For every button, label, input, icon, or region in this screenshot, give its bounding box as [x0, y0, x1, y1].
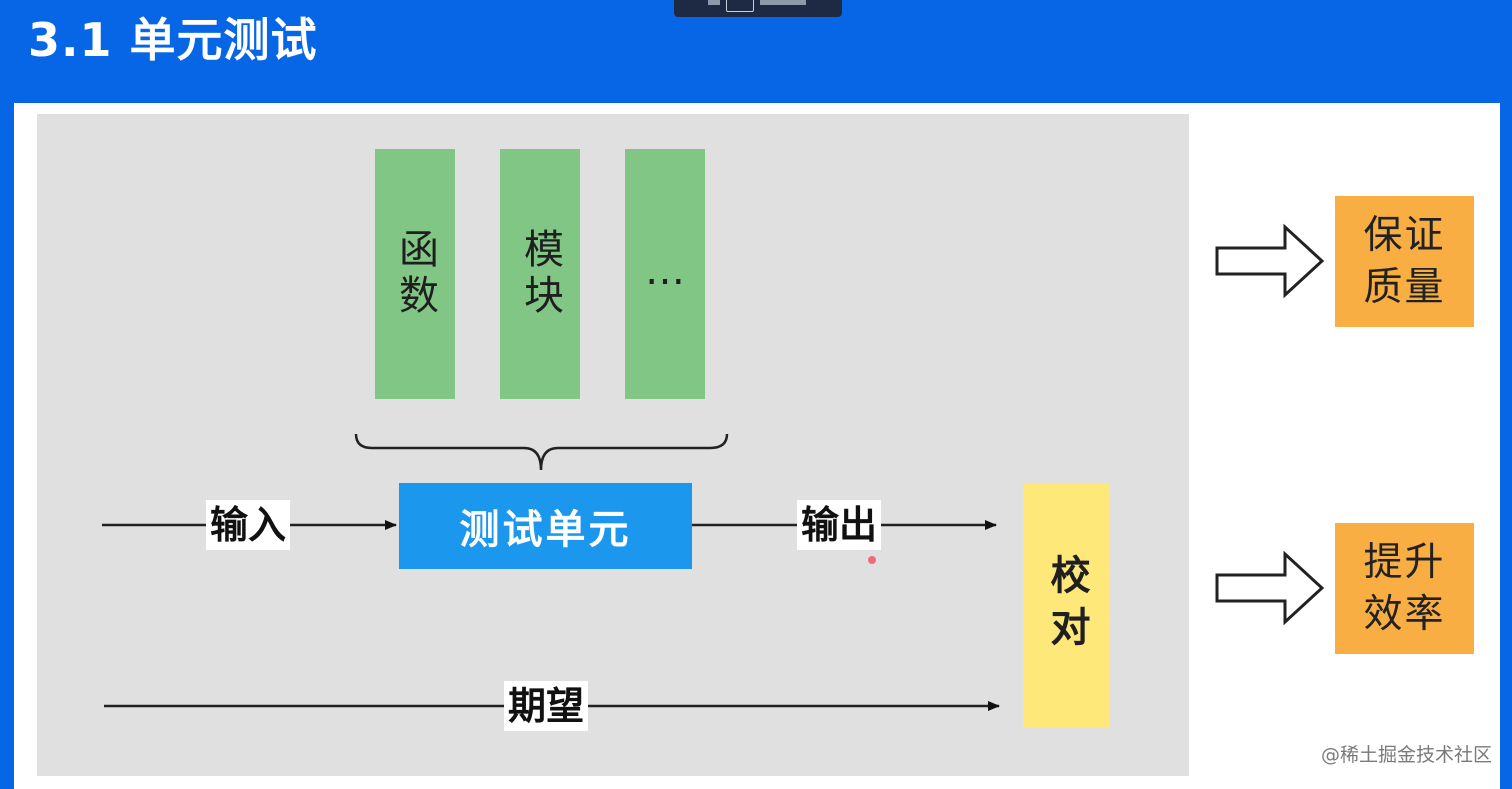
- result-quality-line1: 保证: [1363, 212, 1446, 258]
- result-box-efficiency: 提升 效率: [1335, 523, 1474, 654]
- hollow-arrow-quality: [1215, 223, 1325, 299]
- slide-title: 3.1 单元测试: [28, 13, 318, 67]
- result-efficiency-line1: 提升: [1363, 539, 1446, 585]
- unit-label-function: 函数: [392, 228, 438, 320]
- unit-box-module: 模块: [500, 149, 580, 399]
- result-box-quality: 保证 质量: [1335, 196, 1474, 327]
- result-efficiency-line2: 效率: [1363, 591, 1446, 637]
- unit-box-more: …: [625, 149, 705, 399]
- recording-toolbar[interactable]: [674, 0, 842, 17]
- unit-label-module: 模块: [517, 228, 563, 320]
- toolbar-text-fragment: [760, 0, 806, 5]
- curly-brace: [354, 433, 729, 471]
- output-label: 输出: [797, 500, 882, 550]
- diagram-background: [37, 114, 1189, 776]
- test-unit-box: 测试单元: [399, 483, 692, 569]
- unit-box-function: 函数: [375, 149, 455, 399]
- toolbar-text-fragment: [708, 0, 720, 5]
- unit-label-more: …: [642, 248, 688, 300]
- check-label: 校对: [1043, 554, 1090, 658]
- keyboard-key-icon: [726, 0, 754, 12]
- cursor-dot: [868, 556, 876, 564]
- check-box: 校对: [1023, 484, 1110, 728]
- watermark: @稀土掘金技术社区: [1320, 744, 1492, 766]
- expected-label: 期望: [504, 681, 589, 731]
- result-quality-line2: 质量: [1363, 264, 1446, 310]
- input-label: 输入: [206, 500, 291, 550]
- hollow-arrow-efficiency: [1215, 550, 1325, 626]
